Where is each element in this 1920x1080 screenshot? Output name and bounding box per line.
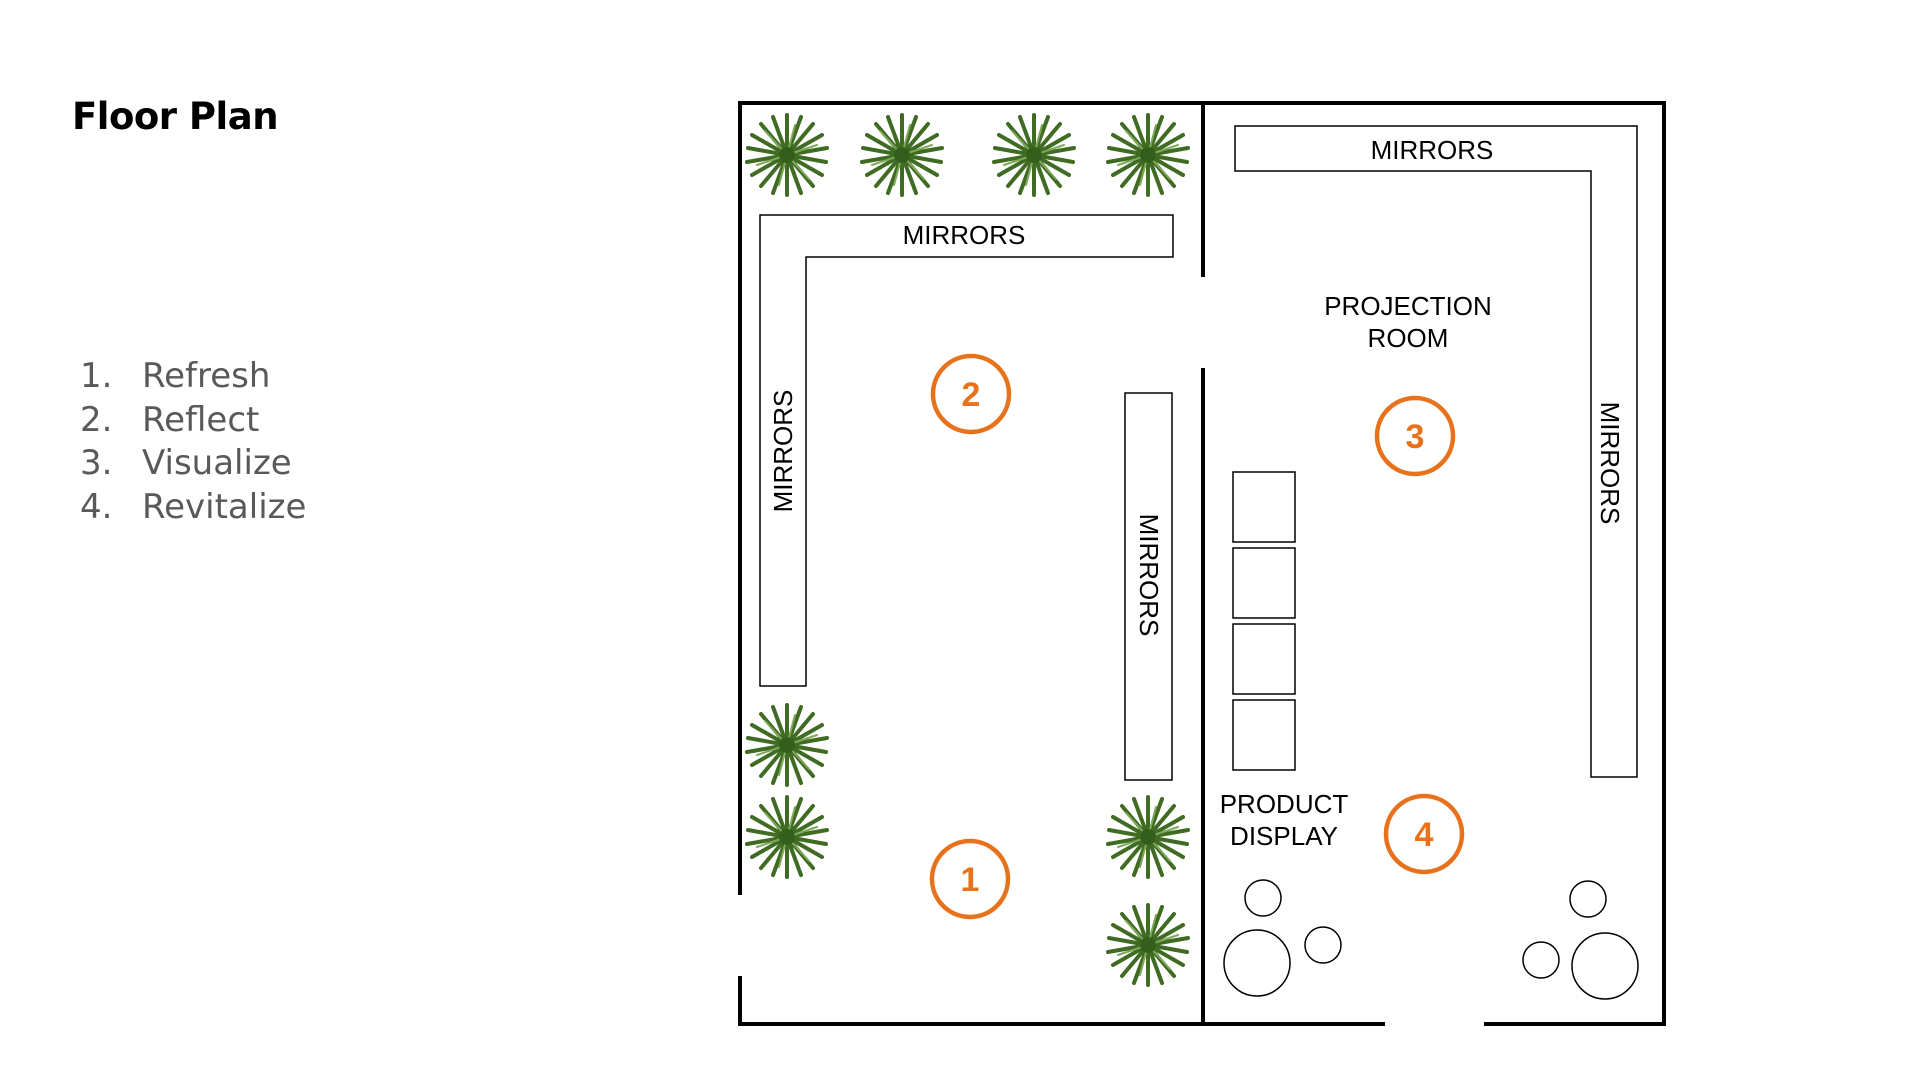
mirror-label-right: MIRRORS <box>1595 402 1625 525</box>
step-label: Visualize <box>142 443 292 483</box>
palm-plant-icon <box>992 113 1076 197</box>
marker-number-2: 2 <box>962 376 981 414</box>
palm-plant-icon <box>1106 903 1190 987</box>
palm-plant-icon <box>1106 795 1190 879</box>
step-label: Revitalize <box>142 486 307 527</box>
round-seat-icon <box>1223 929 1291 997</box>
step-number: 3. <box>80 443 113 483</box>
mirror-label-left: MIRRORS <box>768 390 798 513</box>
step-number: 4. <box>80 486 113 527</box>
step-number: 1. <box>80 356 113 396</box>
round-seat-icon <box>1571 932 1639 1000</box>
palm-plant-icon <box>745 795 829 879</box>
product-display-shelves <box>1232 471 1296 771</box>
round-seat-icon <box>1569 880 1607 918</box>
walls <box>738 101 1666 1026</box>
mirror-label-top-right: MIRRORS <box>1371 135 1494 165</box>
marker-circle-4 <box>1383 793 1465 875</box>
product-display-label-line1: PRODUCT <box>1220 789 1349 819</box>
marker-number-1: 1 <box>961 861 980 899</box>
product-display-label-line2: DISPLAY <box>1230 821 1338 851</box>
step-item: 3. Visualize <box>72 442 306 486</box>
mirror-label-top-left: MIRRORS <box>903 220 1026 250</box>
step-label: Reflect <box>142 399 260 440</box>
marker-circle-2 <box>930 353 1012 435</box>
step-item: 1. Refresh <box>72 355 306 399</box>
palm-plant-icon <box>745 113 829 197</box>
step-item: 2. Reflect <box>72 399 306 443</box>
marker-number-3: 3 <box>1406 418 1425 456</box>
page-title: Floor Plan <box>72 95 279 138</box>
round-seat-icon <box>1304 926 1342 964</box>
display-shelf <box>1232 471 1296 543</box>
step-label: Refresh <box>142 356 271 396</box>
palm-plant-icon <box>860 113 944 197</box>
marker-circle-3 <box>1374 395 1456 477</box>
display-shelf <box>1232 623 1296 695</box>
marker-number-4: 4 <box>1415 816 1434 854</box>
projection-room-label-line1: PROJECTION <box>1324 291 1492 321</box>
round-seat-icon <box>1522 941 1560 979</box>
steps-list: 1. Refresh 2. Reflect 3. Visualize 4. Revita… <box>72 355 306 529</box>
mirror-label-center: MIRRORS <box>1134 514 1164 637</box>
mirror-wall-center <box>1124 392 1173 781</box>
palm-plant-icon <box>745 703 829 787</box>
display-shelf <box>1232 699 1296 771</box>
mirror-wall-right-l <box>1234 125 1638 778</box>
step-number: 2. <box>80 399 113 440</box>
mirror-wall-left-l <box>759 214 1174 687</box>
palm-plant-icon <box>1106 113 1190 197</box>
display-shelf <box>1232 547 1296 619</box>
step-item: 4. Revitalize <box>72 486 306 530</box>
projection-room-label-line2: ROOM <box>1368 323 1449 353</box>
marker-circle-1 <box>929 838 1011 920</box>
round-seat-icon <box>1244 879 1282 917</box>
